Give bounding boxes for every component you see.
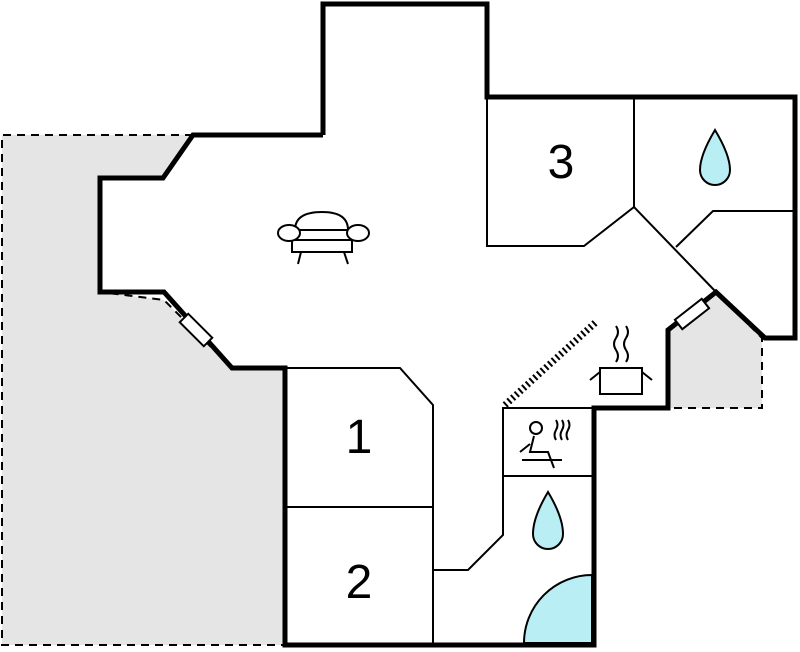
kitchen-counter bbox=[502, 319, 599, 408]
sofa-icon bbox=[277, 210, 370, 265]
hall-walls bbox=[433, 407, 594, 571]
room-label-1: 1 bbox=[346, 411, 373, 464]
room-3-walls bbox=[486, 97, 635, 247]
water-drop-icon bbox=[531, 490, 565, 550]
terrace-left bbox=[1, 134, 286, 646]
bathroom-top-walls bbox=[633, 206, 795, 293]
water-drop-icon bbox=[698, 128, 732, 186]
room-label-3: 3 bbox=[548, 136, 575, 189]
room-1-walls bbox=[285, 367, 434, 645]
terrace-right bbox=[667, 290, 763, 409]
window-icon bbox=[178, 312, 214, 348]
room-label-2: 2 bbox=[346, 556, 373, 609]
window-icon bbox=[673, 297, 711, 331]
sauna-person-icon bbox=[519, 419, 571, 469]
shower-quarter-circle-icon bbox=[522, 573, 593, 644]
cooking-pot-icon bbox=[589, 325, 653, 395]
